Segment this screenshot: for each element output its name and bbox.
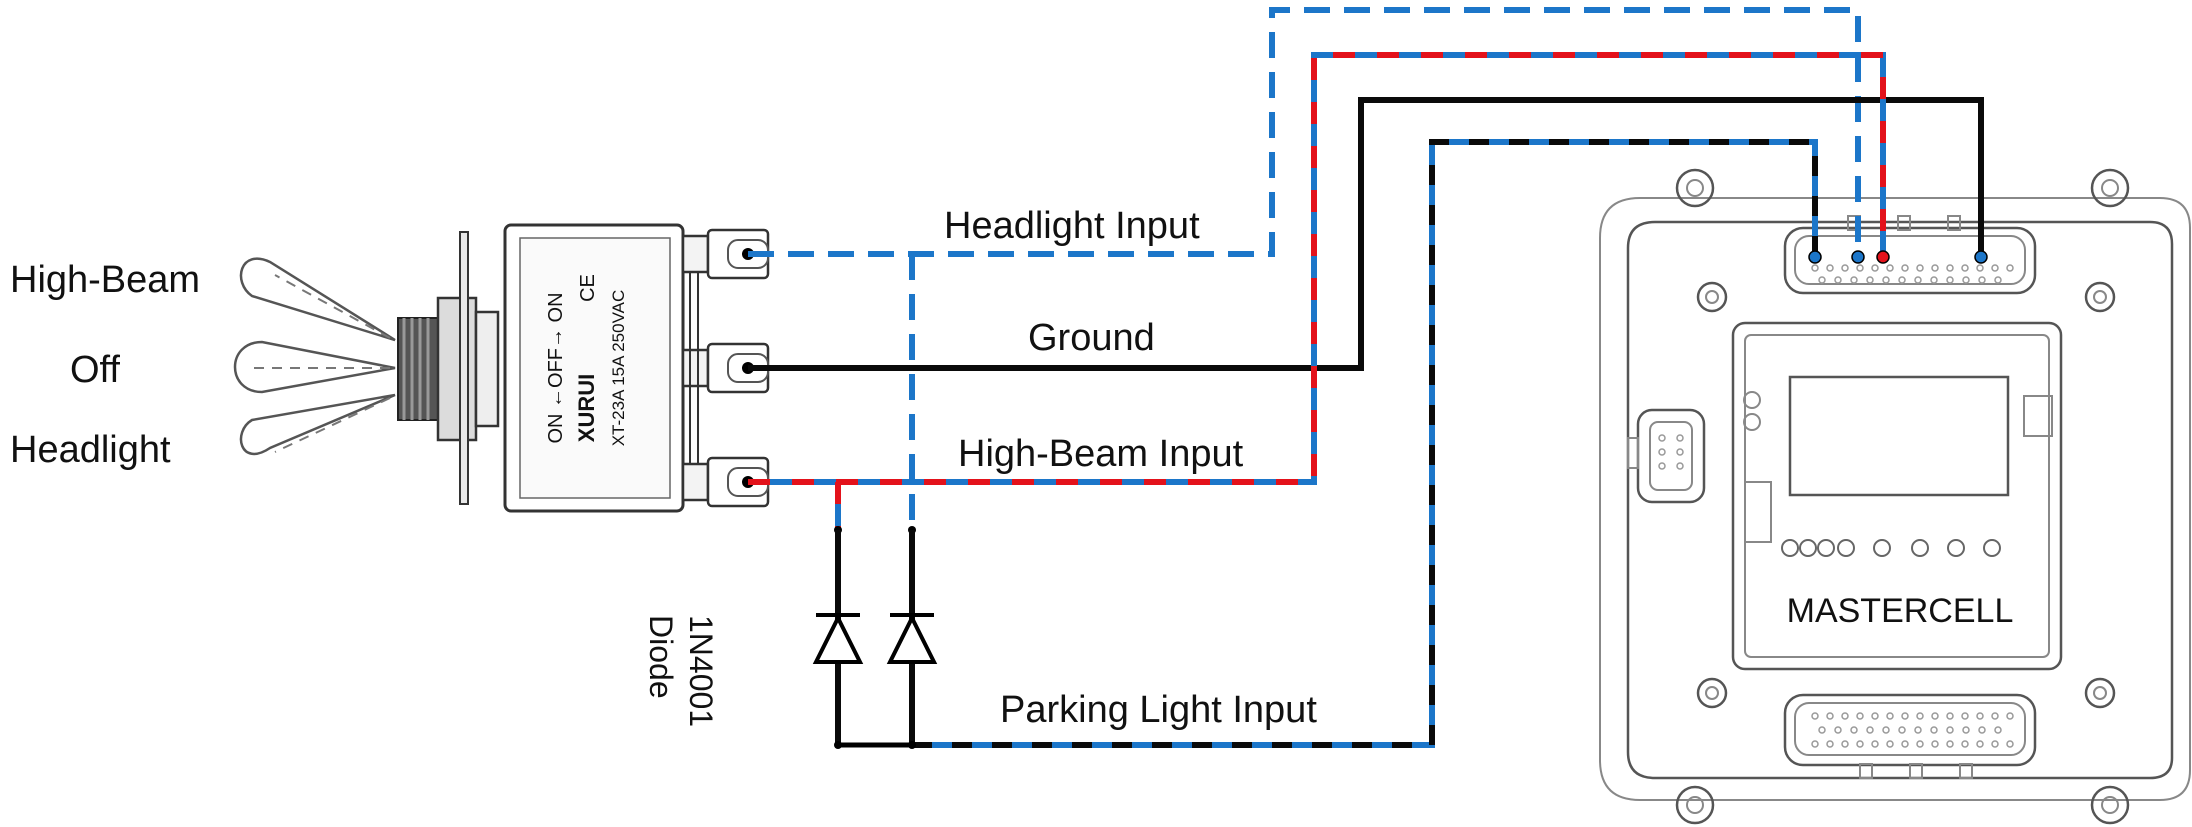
mastercell-module: MASTERCELL [1599,168,2191,825]
switch-lever-off [233,340,396,394]
indicator-leds [1781,539,2001,557]
mounting-ear-top-left [1675,168,1715,208]
switch-lever-headlight [239,393,396,456]
connector-pins [1808,250,1988,264]
switch-body: ON ←OFF→ ON XURUI CE XT-23A 15A 250VAC [503,223,685,513]
position-label-off: Off [70,349,120,391]
switch-brand: XURUI [574,374,599,442]
switch-lever-high-beam [239,257,396,342]
label-ground: Ground [1028,317,1155,359]
mounting-ear-bottom-right [2090,785,2130,825]
diode-high-beam [812,530,864,745]
switch-legend: ON ←OFF→ ON [545,292,567,443]
wire-ground [748,97,1984,371]
label-parking-light-input: Parking Light Input [1000,689,1317,731]
label-high-beam-input: High-Beam Input [958,433,1244,475]
connector-top [1783,215,2037,295]
connector-side [1627,391,1761,504]
connector-bottom [1783,693,2037,779]
switch-model: XT-23A 15A 250VAC [609,290,628,447]
toggle-switch: ON ←OFF→ ON XURUI CE XT-23A 15A 250VAC [233,223,770,513]
label-headlight-input: Headlight Input [944,205,1200,247]
display-panel: MASTERCELL [1731,321,2063,671]
switch-bushing [397,231,500,505]
wire-parking-light-input [912,139,1818,748]
diode-label: 1N4001 Diode [643,615,719,727]
module-name: MASTERCELL [1787,592,2014,630]
position-label-headlight: Headlight [10,429,171,471]
mounting-ear-top-right [2090,168,2130,208]
mounting-ear-bottom-left [1675,785,1715,825]
wire-high-beam-input [748,52,1886,534]
diode-headlight [886,530,938,745]
switch-ce-mark: CE [577,274,599,302]
diode-type-label: Diode [643,615,679,699]
diode-part-number: 1N4001 [683,615,719,727]
position-label-high-beam: High-Beam [10,259,200,301]
